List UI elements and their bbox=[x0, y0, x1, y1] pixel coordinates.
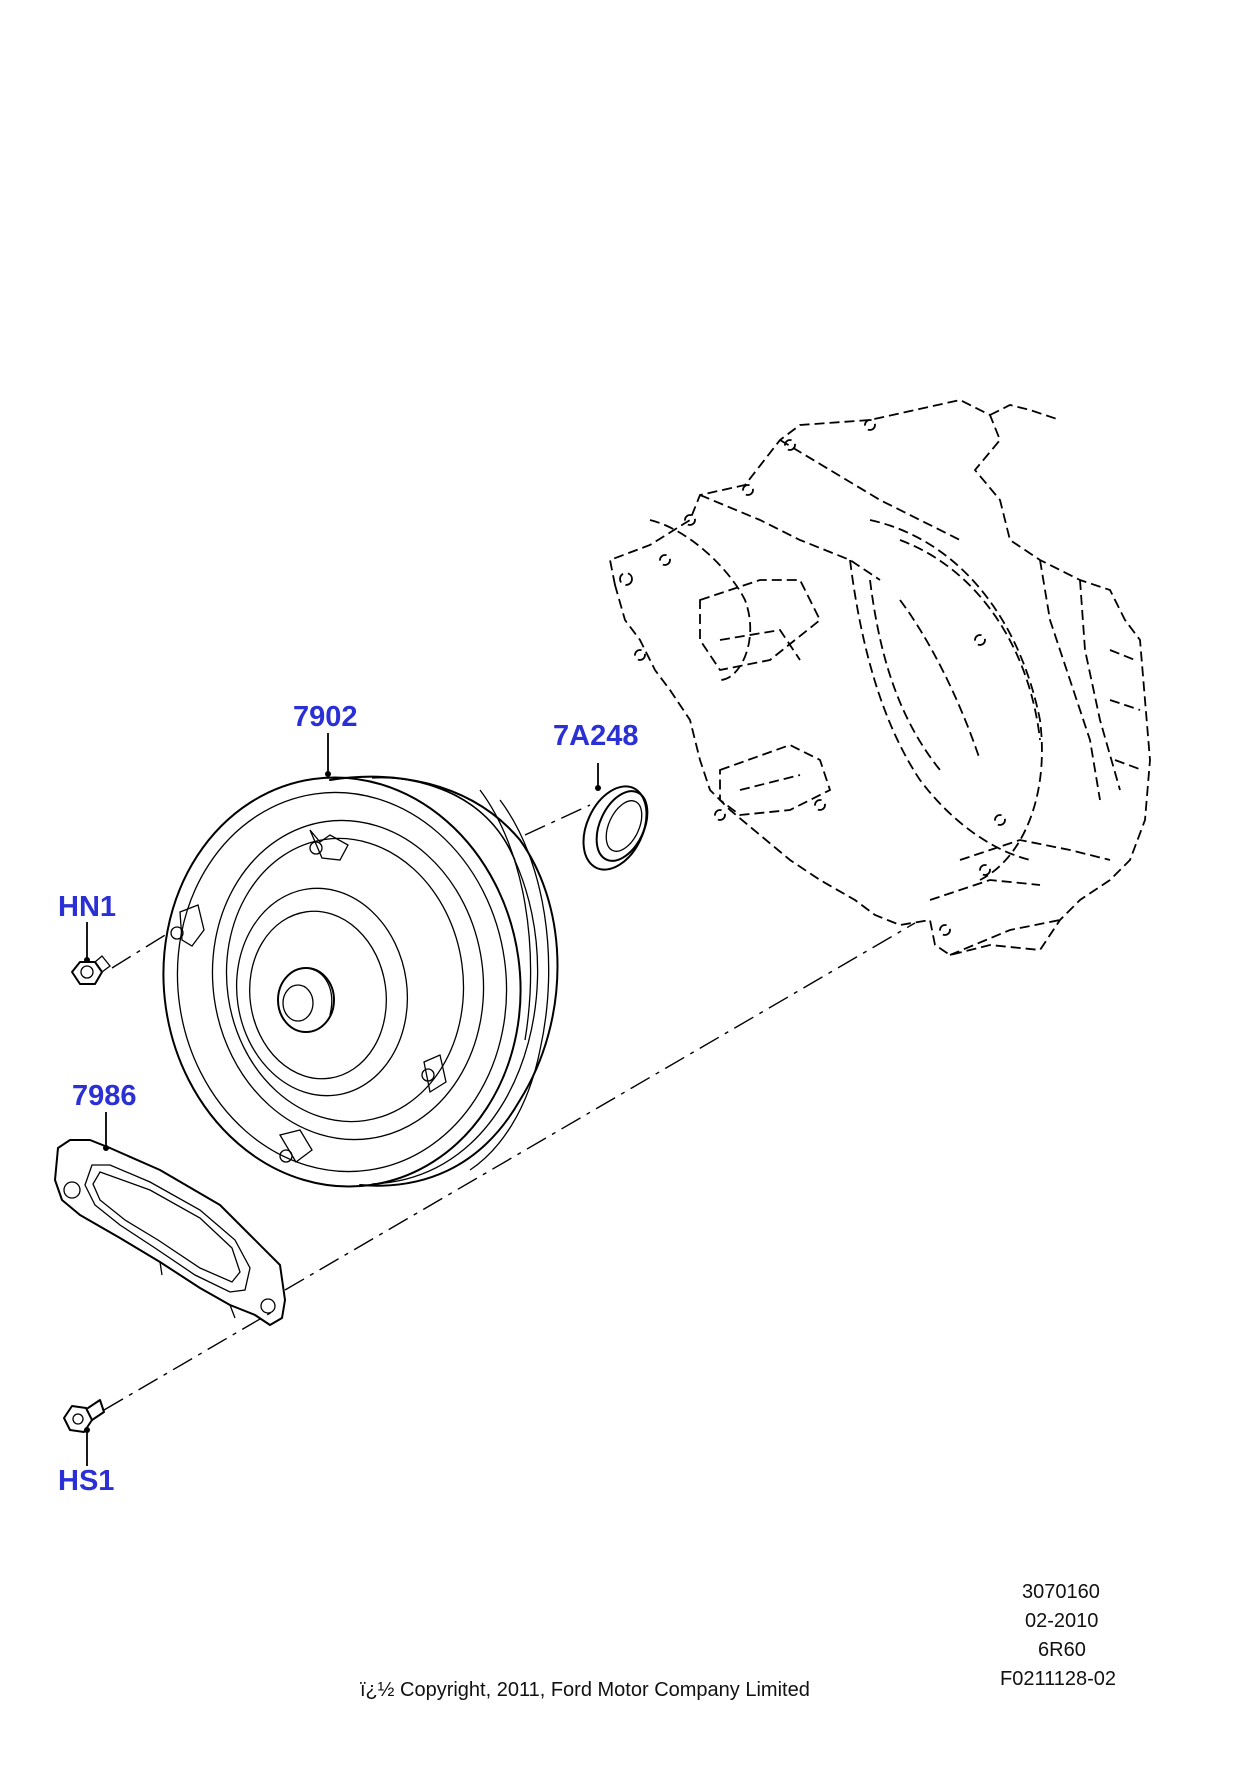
cover-plate bbox=[54, 1139, 286, 1326]
callout-7986: 7986 bbox=[72, 1080, 137, 1112]
callout-7902: 7902 bbox=[293, 701, 358, 733]
copyright-text: ï¿½ Copyright, 2011, Ford Motor Company … bbox=[360, 1679, 810, 1701]
seal bbox=[582, 785, 649, 871]
callout-hn1: HN1 bbox=[58, 891, 117, 923]
model-code: 6R60 bbox=[1038, 1639, 1086, 1661]
callout-hs1: HS1 bbox=[58, 1465, 115, 1497]
callout-7a248: 7A248 bbox=[553, 720, 639, 752]
torque-converter bbox=[162, 775, 559, 1188]
alignment-lines bbox=[103, 804, 916, 1411]
leader-lines bbox=[84, 733, 601, 1466]
nut bbox=[71, 955, 111, 985]
bolt bbox=[63, 1399, 105, 1433]
transmission-housing bbox=[608, 399, 1151, 956]
drawing-date: 02-2010 bbox=[1025, 1610, 1099, 1632]
drawing-number: 3070160 bbox=[1022, 1581, 1100, 1603]
figure-id: F0211128-02 bbox=[1000, 1668, 1117, 1690]
